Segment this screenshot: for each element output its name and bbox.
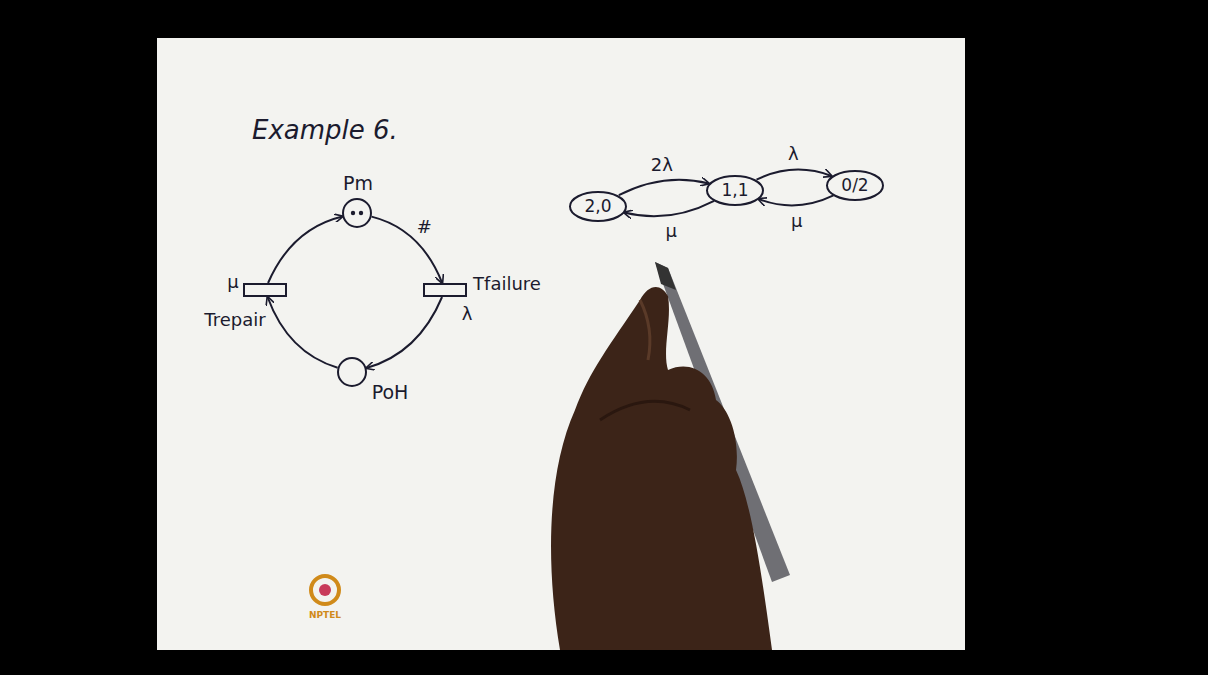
state-label: 1,1 [721,181,748,200]
rate-label: λ [786,144,801,164]
arc-connector [366,297,442,368]
finger-edge [640,300,650,360]
state-ellipse: 1,1 [706,175,764,206]
node-label: Trepair [204,310,265,330]
place-circle: PoH [337,357,367,387]
rate-label: # [415,217,434,237]
finger-crease [600,401,690,420]
logo-ring [311,576,339,604]
node-label: PoH [372,382,409,403]
rate-label: 2λ [649,155,675,175]
node-label: Pm [343,173,373,194]
pen-tip [655,262,676,290]
arc-connector [619,180,709,195]
transition-bar: μTrepair [243,283,287,297]
rate-label: μ [663,221,678,241]
place-circle-outline [342,198,372,228]
hand [551,287,772,650]
diagram-title: Example 6. [252,115,398,145]
state-label: 2,0 [584,197,611,216]
arc-connector [372,217,443,283]
place-circle-outline [337,357,367,387]
state-ellipse: 2,0 [569,191,627,222]
arc-connector [759,195,834,205]
place-circle: Pm [342,198,372,228]
arc-connector [268,216,342,283]
state-label: 0/2 [841,176,868,195]
transition-bar-outline [423,283,467,297]
arc-connector [757,170,832,180]
node-label: λ [462,304,473,324]
state-ellipse: 0/2 [826,170,884,201]
arc-connector [624,201,714,216]
node-label: Tfailure [473,274,541,294]
transition-bar-outline [243,283,287,297]
logo-text: NPTEL [309,610,341,620]
rate-label: μ [789,211,804,231]
arc-connector [268,297,338,368]
transition-bar: Tfailureλ [423,283,467,297]
node-label: μ [227,272,238,292]
logo-core [319,584,331,596]
